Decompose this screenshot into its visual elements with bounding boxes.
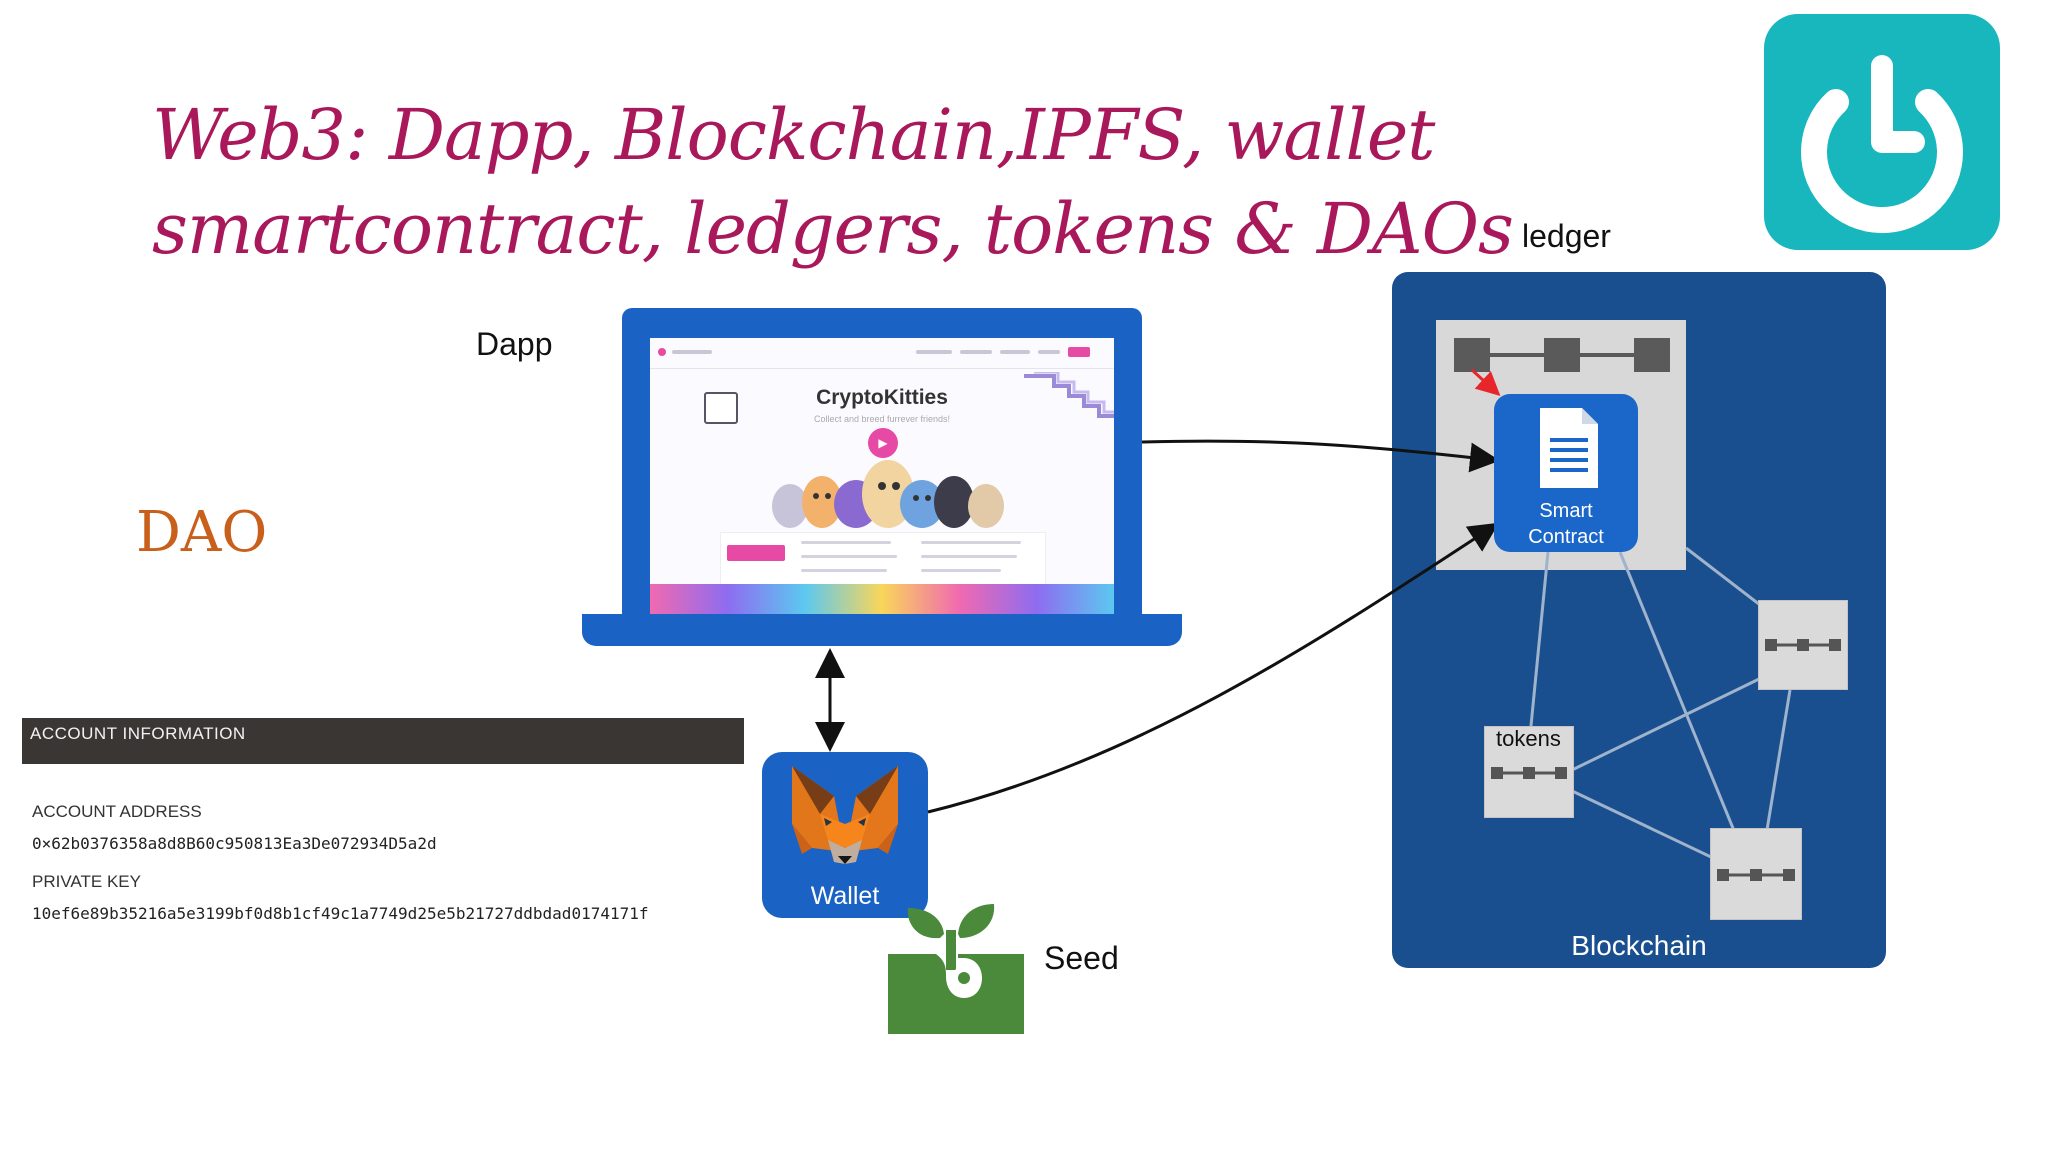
dapp-app-subtitle: Collect and breed furrever friends! — [813, 414, 951, 424]
private-key-value: 10ef6e89b35216a5e3199bf0d8b1cf49c1a7749d… — [32, 904, 649, 923]
dao-label: DAO — [136, 500, 268, 565]
metamask-fox-icon — [792, 766, 898, 864]
account-info-title: ACCOUNT INFORMATION — [30, 724, 246, 743]
smart-contract-label-line-1: Smart — [1539, 500, 1593, 522]
account-address-label: ACCOUNT ADDRESS — [32, 802, 202, 821]
node-chain-icon — [1717, 869, 1795, 881]
account-info-header: ACCOUNT INFORMATION — [22, 718, 744, 764]
chart-icon — [704, 392, 738, 424]
dapp-nav-bar — [650, 338, 1114, 369]
ledger-label: ledger — [1522, 218, 1611, 254]
blockchain-node — [1710, 828, 1802, 920]
smart-contract-tile[interactable]: Smart Contract — [1494, 394, 1638, 552]
power-l-logo-icon — [1764, 14, 2000, 250]
dapp-feature-card — [720, 532, 1046, 590]
blockchain-node — [1758, 600, 1848, 690]
node-chain-icon — [1491, 767, 1567, 779]
token-node — [1484, 726, 1574, 818]
tokens-label: tokens — [1496, 726, 1561, 751]
cryptokitties-illustration — [772, 460, 1004, 528]
stairs-decoration — [1024, 372, 1114, 418]
rainbow-floor — [650, 584, 1114, 614]
dapp-app-title: CryptoKitties — [816, 386, 948, 409]
smart-contract-label-line-2: Contract — [1528, 526, 1604, 548]
play-icon[interactable]: ▶ — [868, 428, 898, 458]
wallet-label: Wallet — [810, 882, 880, 910]
title-line-1: Web3: Dapp, Blockchain,IPFS, wallet — [152, 94, 1435, 176]
wallet-app-tile[interactable]: Wallet — [762, 752, 928, 918]
dapp-screen: CryptoKitties Collect and breed furrever… — [650, 338, 1114, 614]
blockchain-label: Blockchain — [1571, 930, 1707, 961]
node-chain-icon — [1765, 639, 1841, 651]
seedling-hand-icon — [888, 904, 1024, 1034]
smart-contract-label: Smart Contract — [1494, 498, 1638, 550]
laptop-base — [582, 614, 1182, 646]
private-key-label: PRIVATE KEY — [32, 872, 141, 891]
seed-label: Seed — [1044, 940, 1119, 976]
dapp-cta-button[interactable] — [727, 545, 785, 561]
account-address-value: 0×62b0376358a8d8B60c950813Ea3De072934D5a… — [32, 834, 437, 853]
document-icon — [1540, 408, 1598, 488]
dapp-label: Dapp — [476, 326, 553, 362]
